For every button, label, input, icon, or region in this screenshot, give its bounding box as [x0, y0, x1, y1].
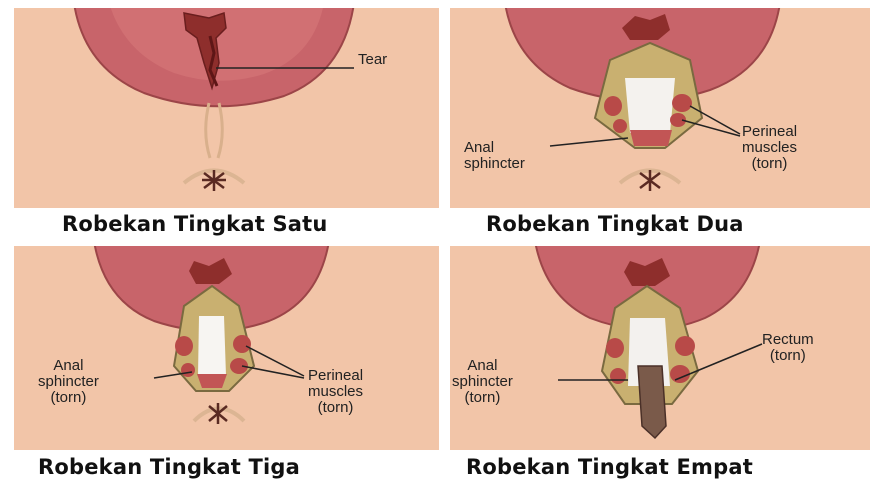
label-rectum: Rectum (torn) — [762, 332, 814, 364]
panel-second-degree: Anal sphincter Perineal muscles (torn) — [450, 8, 870, 208]
label-perineal-muscles: Perineal muscles (torn) — [308, 368, 363, 416]
label-anal-sphincter: Anal sphincter (torn) — [452, 358, 513, 406]
label-perineal-muscles: Perineal muscles (torn) — [742, 124, 797, 172]
anal-sphincter-pointer — [550, 138, 628, 146]
panel-first-degree: Tear — [14, 8, 439, 208]
first-degree-tear-illustration — [14, 8, 439, 208]
label-tear: Tear — [358, 52, 387, 68]
label-anal-sphincter: Anal sphincter (torn) — [38, 358, 99, 406]
caption-first-degree: Robekan Tingkat Satu — [62, 212, 328, 236]
panel-fourth-degree: Anal sphincter (torn) Rectum (torn) — [450, 246, 870, 450]
caption-third-degree: Robekan Tingkat Tiga — [38, 455, 300, 479]
caption-second-degree: Robekan Tingkat Dua — [486, 212, 744, 236]
label-anal-sphincter: Anal sphincter — [464, 140, 525, 172]
caption-fourth-degree: Robekan Tingkat Empat — [466, 455, 753, 479]
panel-third-degree: Anal sphincter (torn) Perineal muscles (… — [14, 246, 439, 450]
third-degree-tear-illustration — [14, 246, 439, 450]
perineal-pointer-a — [246, 346, 304, 376]
second-degree-tear-illustration — [450, 8, 870, 208]
